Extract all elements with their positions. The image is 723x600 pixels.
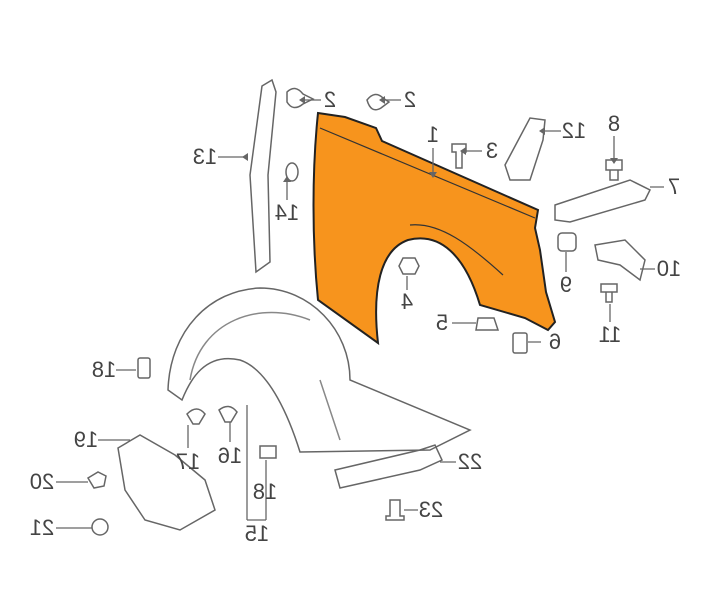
callout-16: 16 bbox=[217, 443, 243, 468]
retainer-part[interactable] bbox=[259, 445, 277, 459]
washer-part[interactable] bbox=[285, 162, 299, 182]
clip-part[interactable] bbox=[91, 518, 109, 536]
callout-22: 22 bbox=[457, 449, 483, 474]
bracket-part[interactable] bbox=[594, 239, 646, 282]
screw-part[interactable] bbox=[86, 471, 107, 489]
clip-part[interactable] bbox=[218, 405, 238, 423]
bracket-part[interactable] bbox=[512, 332, 528, 354]
clip-part[interactable] bbox=[286, 87, 315, 109]
callout-3: 3 bbox=[485, 138, 499, 163]
callout-21: 21 bbox=[29, 515, 55, 540]
wheel-liner-part[interactable] bbox=[167, 287, 472, 453]
retainer-part[interactable] bbox=[137, 357, 151, 379]
callout-9: 9 bbox=[559, 272, 573, 297]
callout-7: 7 bbox=[667, 174, 681, 199]
callout-20: 20 bbox=[29, 469, 55, 494]
clip-part[interactable] bbox=[366, 93, 391, 111]
bolt-part[interactable] bbox=[600, 283, 618, 303]
callout-8: 8 bbox=[607, 111, 621, 136]
callout-2: 2 bbox=[403, 87, 417, 112]
callout-10: 10 bbox=[656, 256, 682, 281]
callout-12: 12 bbox=[561, 118, 587, 143]
bolt-part[interactable] bbox=[605, 159, 623, 181]
retainer-part[interactable] bbox=[475, 317, 500, 331]
callout-5: 5 bbox=[435, 310, 449, 335]
clip-part[interactable] bbox=[186, 408, 206, 425]
bracket-part[interactable] bbox=[554, 179, 652, 223]
push-pin-part[interactable] bbox=[451, 143, 467, 169]
callout-13: 13 bbox=[192, 144, 218, 169]
bracket-part[interactable] bbox=[504, 117, 546, 181]
screw-part[interactable] bbox=[385, 499, 405, 521]
seal-part[interactable] bbox=[249, 78, 277, 274]
nut-part[interactable] bbox=[557, 232, 577, 252]
callout-15: 15 bbox=[244, 521, 270, 546]
callout-11: 11 bbox=[598, 322, 622, 347]
callout-1: 1 bbox=[426, 122, 440, 147]
splash-shield-part[interactable] bbox=[117, 434, 216, 531]
callout-17: 17 bbox=[175, 449, 201, 474]
callout-23: 23 bbox=[418, 497, 444, 522]
callout-18: 18 bbox=[252, 479, 278, 504]
callout-6: 6 bbox=[548, 329, 562, 354]
callout-19: 19 bbox=[73, 427, 99, 452]
callout-18: 18 bbox=[91, 357, 117, 382]
callout-2: 2 bbox=[323, 87, 337, 112]
callout-4: 4 bbox=[400, 289, 414, 314]
nut-part[interactable] bbox=[398, 257, 420, 275]
callout-14: 14 bbox=[274, 200, 300, 225]
molding-part[interactable] bbox=[334, 444, 443, 489]
